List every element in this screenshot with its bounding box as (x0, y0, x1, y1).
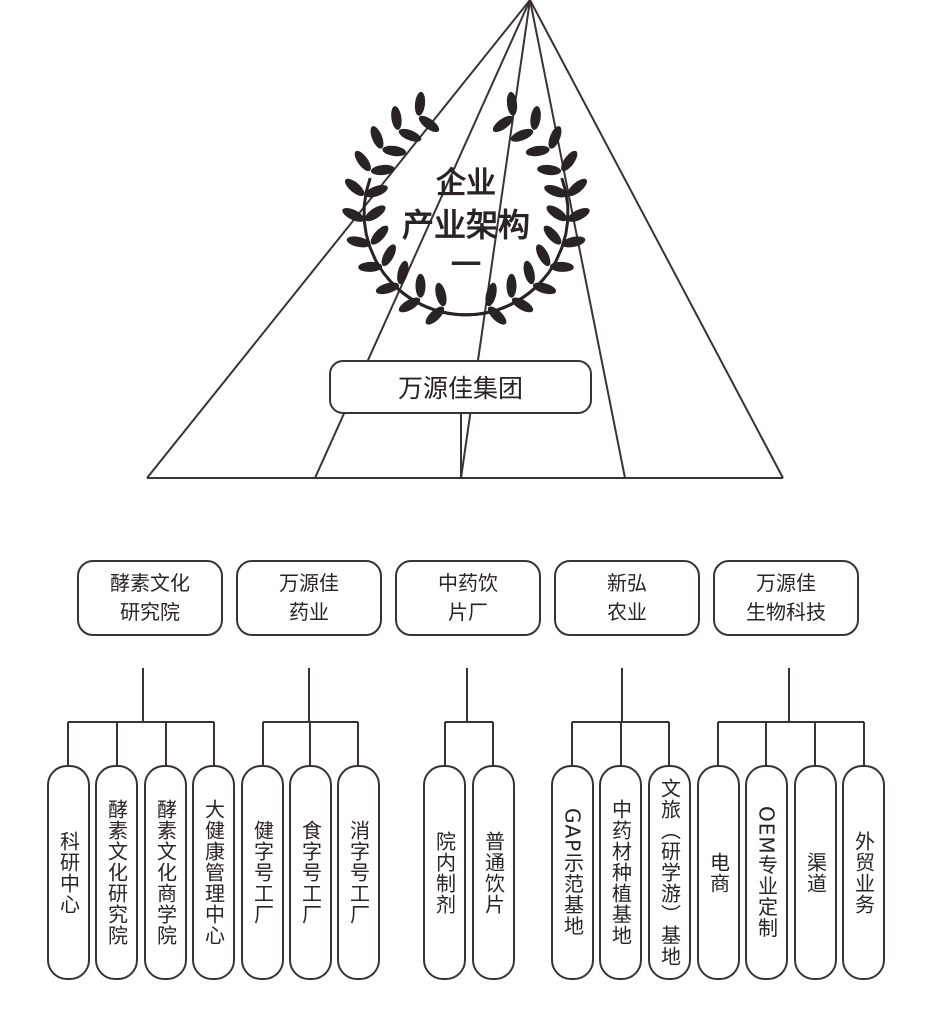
unit-label: 院内制剂 (432, 830, 457, 915)
unit-node: 院内制剂 (423, 765, 466, 980)
division-node: 中药饮 片厂 (395, 560, 541, 636)
unit-label: 电商 (706, 851, 731, 894)
laurel-leaf-icon (543, 225, 562, 245)
unit-label: 酵素文化商学院 (153, 799, 178, 946)
unit-node: 科研中心 (47, 765, 90, 980)
unit-label: 渠道 (803, 851, 828, 894)
laurel-leaf-icon (530, 106, 541, 130)
connector-line (146, 0, 531, 479)
division-node: 万源佳 生物科技 (713, 560, 859, 636)
laurel-leaf-icon (370, 225, 389, 245)
division-node: 新弘 农业 (554, 560, 700, 636)
laurel-leaf-icon (544, 184, 568, 198)
unit-node: 渠道 (794, 765, 837, 980)
connector-line (529, 0, 784, 479)
unit-label: 外贸业务 (851, 830, 876, 915)
laurel-leaf-icon (418, 115, 440, 133)
laurel-leaf-icon (525, 145, 550, 157)
unit-node: 文旅（研学游）基地 (648, 765, 691, 980)
unit-node: 消字号工厂 (337, 765, 380, 980)
division-node: 万源佳 药业 (236, 560, 382, 636)
unit-label: 大健康管理中心 (201, 799, 226, 946)
unit-node: 酵素文化商学院 (144, 765, 187, 980)
unit-node: OEM专业定制 (745, 765, 788, 980)
laurel-leaf-icon (511, 297, 534, 313)
unit-node: 大健康管理中心 (192, 765, 235, 980)
laurel-leaf-icon (397, 260, 409, 285)
laurel-leaf-icon (342, 207, 365, 222)
unit-label: 科研中心 (56, 830, 81, 915)
laurel-leaf-icon (567, 178, 588, 197)
laurel-leaf-icon (567, 207, 590, 222)
laurel-leaf-icon (435, 282, 447, 307)
laurel-leaf-icon (358, 261, 383, 272)
laurel-leaf-icon (415, 273, 426, 298)
laurel-leaf-icon (414, 91, 426, 116)
laurel-leaf-icon (485, 282, 497, 307)
unit-node: 酵素文化研究院 (95, 765, 138, 980)
unit-node: 电商 (697, 765, 740, 980)
laurel-leaf-icon (523, 260, 535, 285)
unit-node: 普通饮片 (472, 765, 515, 980)
laurel-leaf-icon (391, 106, 402, 130)
unit-label: 健字号工厂 (250, 820, 275, 925)
laurel-leaf-icon (364, 205, 386, 222)
laurel-leaf-icon (506, 273, 517, 298)
unit-label: 中药材种植基地 (608, 799, 633, 946)
unit-node: 健字号工厂 (241, 765, 284, 980)
laurel-leaf-icon (561, 150, 578, 172)
laurel-leaf-icon (382, 145, 407, 157)
laurel-leaf-icon (354, 150, 371, 172)
laurel-leaf-icon (506, 91, 518, 116)
root-node: 万源佳集团 (329, 360, 592, 414)
emblem-line1: 企业 (436, 166, 496, 201)
unit-label: 酵素文化研究院 (104, 799, 129, 946)
unit-label: 消字号工厂 (346, 820, 371, 925)
emblem-dash: 一 (451, 248, 481, 283)
laurel-leaf-icon (546, 205, 568, 222)
unit-label: 食字号工厂 (298, 820, 323, 925)
laurel-leaf-icon (487, 306, 507, 325)
division-node: 酵素文化 研究院 (77, 560, 223, 636)
laurel-leaf-icon (532, 282, 557, 295)
laurel-leaf-icon (561, 236, 586, 248)
laurel-leaf-icon (344, 178, 365, 197)
unit-node: GAP示范基地 (551, 765, 594, 980)
unit-label: 普通饮片 (481, 830, 506, 915)
unit-node: 外贸业务 (842, 765, 885, 980)
unit-label: OEM专业定制 (754, 806, 779, 939)
laurel-leaf-icon (536, 244, 551, 267)
laurel-leaf-icon (370, 164, 395, 176)
emblem-line2: 产业架构 (401, 206, 530, 244)
laurel-leaf-icon (492, 115, 514, 133)
unit-label: 文旅（研学游）基地 (657, 778, 682, 967)
laurel-leaf-icon (537, 164, 562, 176)
laurel-leaf-icon (549, 261, 574, 272)
laurel-leaf-icon (381, 244, 396, 267)
laurel-leaf-icon (370, 126, 384, 149)
laurel-leaf-icon (346, 236, 371, 248)
laurel-leaf-icon (510, 128, 534, 142)
laurel-leaf-icon (398, 128, 422, 142)
unit-node: 中药材种植基地 (599, 765, 642, 980)
laurel-leaf-icon (548, 126, 562, 149)
unit-node: 食字号工厂 (289, 765, 332, 980)
unit-label: GAP示范基地 (560, 808, 585, 937)
laurel-leaf-icon (364, 184, 388, 198)
